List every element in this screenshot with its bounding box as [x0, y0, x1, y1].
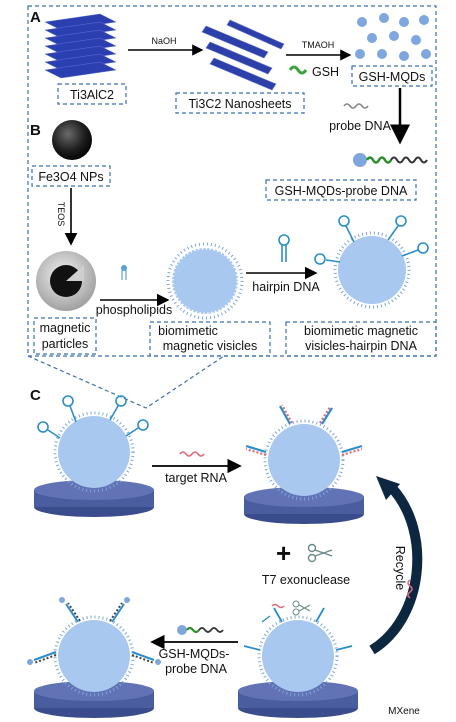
hairpin-dna-icon	[278, 234, 290, 262]
hairpin-vesicle-on-stand	[37, 395, 149, 493]
tmaoh-label: TMAOH	[302, 40, 335, 50]
naoh-label: NaOH	[151, 36, 176, 46]
nanosheets-label: Ti3C2 Nanosheets	[188, 97, 291, 111]
ti3alc2-label: Ti3AlC2	[70, 88, 114, 102]
hairpin-dna-label: hairpin DNA	[252, 280, 320, 294]
zoom-callout	[27, 355, 225, 409]
ti3alc2-crystal-icon	[44, 13, 117, 79]
fe3o4-box	[31, 165, 111, 187]
fragments-and-scissors-icon	[261, 600, 311, 623]
released-rna-icon	[407, 579, 413, 599]
probe-vesicle-on-stand	[27, 597, 161, 697]
gsh-mqds-dots-icon	[355, 13, 431, 61]
probe-dna-icon	[343, 103, 369, 109]
stand-2	[244, 487, 364, 524]
stand-1	[34, 480, 154, 517]
target-rna-label: target RNA	[165, 471, 227, 485]
fe3o4-label: Fe3O4 NPs	[38, 170, 103, 184]
panel-label-b: B	[30, 122, 41, 139]
hairpin-vesicles-label-1: biomimetic magnetic	[304, 324, 418, 338]
recycle-arrowhead	[376, 476, 400, 500]
plus-sign: +	[276, 538, 291, 568]
hybridized-vesicle-on-stand	[245, 404, 363, 501]
gsh-probe-conjugate-icon	[177, 625, 224, 635]
digested-vesicle-on-stand	[243, 607, 353, 697]
teos-label: TEOS	[56, 202, 66, 227]
mqds-probe-conjugate-icon	[353, 153, 428, 167]
scissors-icon	[307, 543, 333, 563]
gsh-probe-label-2: probe DNA	[165, 662, 227, 676]
biomimetic-box	[149, 321, 271, 357]
gsh-probe-label-1: GSH-MQDs-	[159, 647, 230, 661]
biomimetic-label-1: biomimetic	[158, 324, 218, 338]
panel-label-c: C	[30, 387, 41, 404]
biomimetic-label-2: magnetic visicles	[163, 339, 257, 353]
phospholipid-icon	[121, 265, 127, 280]
gsh-mqds-label: GSH-MQDs	[359, 70, 426, 84]
watermark: MXene	[388, 706, 420, 717]
magnetic-particles-box	[33, 317, 97, 355]
recycle-arrow	[369, 484, 423, 655]
phospholipids-label: phospholipids	[96, 303, 172, 317]
panel-label-a: A	[30, 9, 41, 26]
magnetic-particles-label-2: particles	[42, 337, 89, 351]
t7-exonuclease-label: T7 exonuclease	[262, 573, 350, 587]
biomimetic-vesicle-icon	[166, 242, 244, 320]
magnetic-particle-icon	[36, 251, 96, 311]
recycle-label: Recycle	[393, 546, 407, 591]
gsh-mqds-box	[351, 65, 433, 87]
gsh-mqds-probe-box	[265, 179, 417, 201]
hairpin-vesicle-icon	[314, 215, 429, 309]
nanosheets-box	[175, 92, 305, 114]
nanosheets-icon	[201, 19, 285, 91]
gsh-icon	[288, 65, 308, 75]
gsh-label: GSH	[312, 65, 339, 79]
gsh-mqds-probe-label: GSH-MQDs-probe DNA	[275, 184, 408, 198]
hairpin-vesicles-box	[285, 321, 437, 357]
probe-dna-label: probe DNA	[329, 119, 391, 133]
target-rna-icon	[179, 451, 205, 457]
fe3o4-nanoparticle-icon	[52, 120, 92, 160]
hairpin-vesicles-label-2: visicles-hairpin DNA	[305, 339, 417, 353]
magnetic-particles-label-1: magnetic	[40, 321, 91, 335]
ti3alc2-box	[57, 83, 127, 105]
